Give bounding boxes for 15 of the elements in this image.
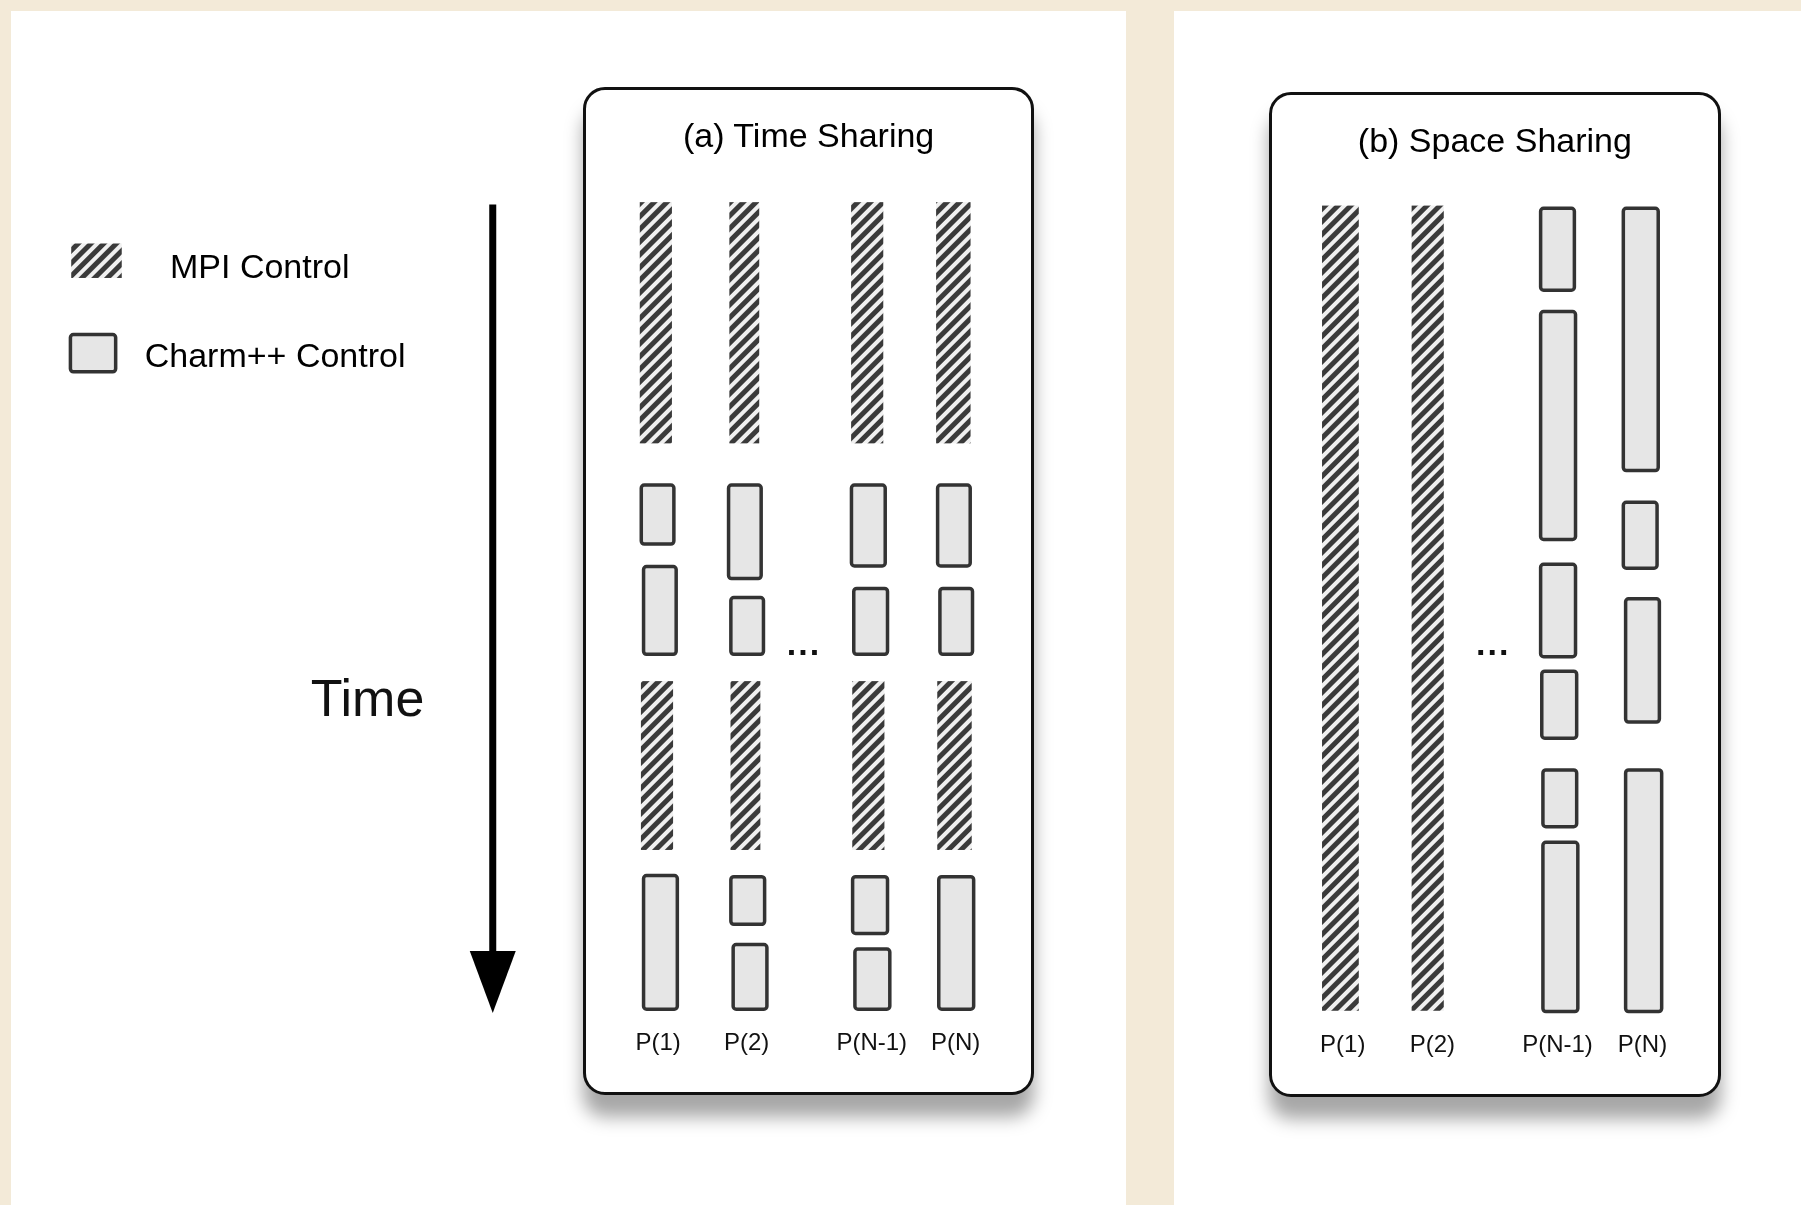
ellipsis: ... xyxy=(786,623,822,663)
axis-label: Time xyxy=(310,668,425,729)
legend-label: MPI Control xyxy=(170,246,350,286)
processor-label: P(1) xyxy=(1320,1030,1366,1059)
processor-label: P(N-1) xyxy=(836,1027,908,1056)
processor-label: P(2) xyxy=(1409,1030,1455,1059)
ellipsis: ... xyxy=(1476,623,1511,663)
processor-label: P(2) xyxy=(723,1027,770,1056)
processor-label: P(N-1) xyxy=(1522,1030,1593,1059)
processor-label: P(N) xyxy=(930,1027,981,1056)
legend-label: Charm++ Control xyxy=(144,335,406,375)
processor-label: P(1) xyxy=(635,1027,681,1056)
processor-label: P(N) xyxy=(1617,1030,1668,1059)
panel-title: (a) Time Sharing xyxy=(681,116,936,156)
panel-title: (b) Space Sharing xyxy=(1356,120,1633,160)
